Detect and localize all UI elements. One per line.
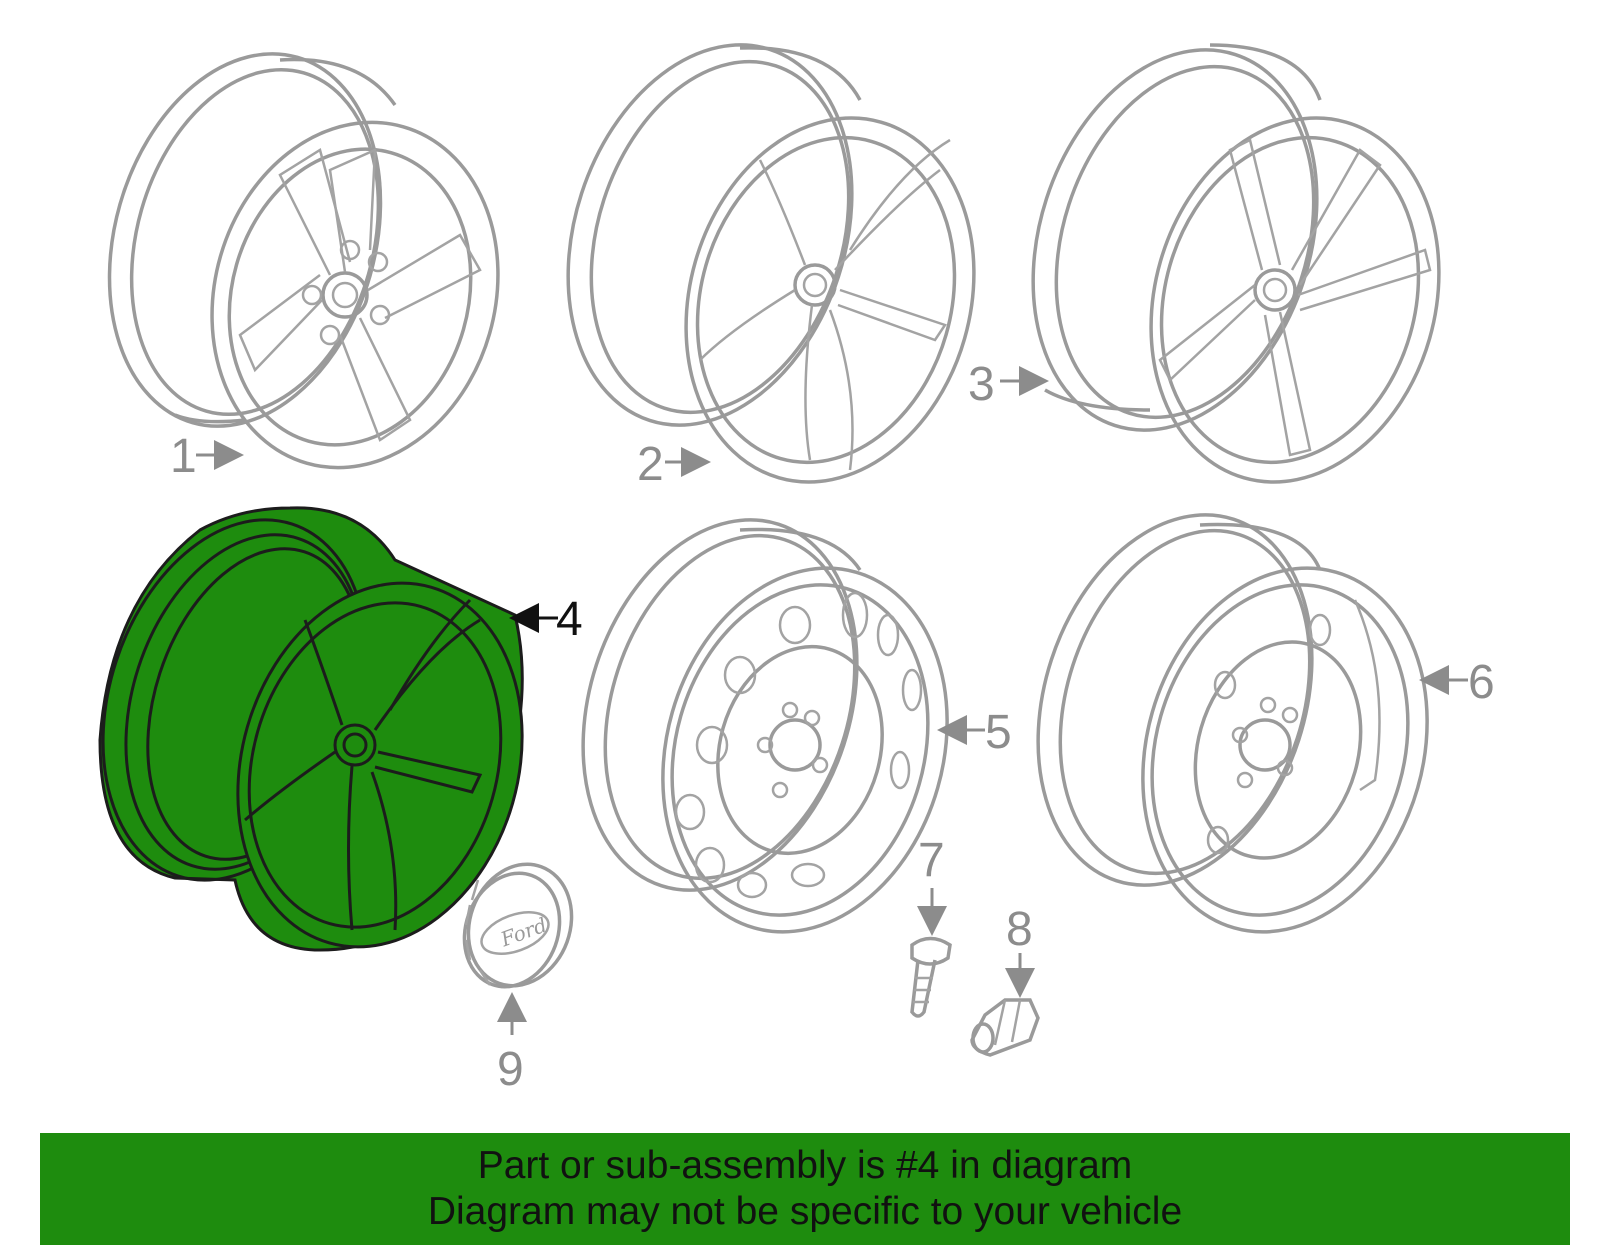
wheel-1[interactable] bbox=[68, 22, 538, 502]
part-8-lug-nut[interactable] bbox=[970, 998, 1040, 1057]
part-7-wheel-stud[interactable] bbox=[910, 936, 952, 1018]
callout-4: 4 bbox=[556, 593, 583, 646]
callout-1: 1 bbox=[170, 430, 197, 483]
wheel-6[interactable] bbox=[993, 479, 1469, 966]
banner-line-1: Part or sub-assembly is #4 in diagram bbox=[477, 1144, 1133, 1187]
callout-2: 2 bbox=[637, 438, 664, 491]
callout-7: 7 bbox=[918, 834, 945, 887]
callout-5: 5 bbox=[985, 706, 1012, 759]
wheel-5[interactable] bbox=[538, 484, 989, 966]
callout-3: 3 bbox=[968, 358, 995, 411]
wheel-3[interactable] bbox=[986, 13, 1480, 517]
info-banner: Part or sub-assembly is #4 in diagram Di… bbox=[40, 1133, 1570, 1245]
banner-line-2: Diagram may not be specific to your vehi… bbox=[427, 1190, 1183, 1233]
callout-9: 9 bbox=[497, 1043, 524, 1096]
callout-8: 8 bbox=[1006, 903, 1033, 956]
parts-diagram: 1 2 3 bbox=[59, 8, 1495, 1096]
callout-6: 6 bbox=[1468, 656, 1495, 709]
wheel-2[interactable] bbox=[521, 8, 1015, 517]
wheel-4-highlighted[interactable] bbox=[59, 485, 564, 980]
